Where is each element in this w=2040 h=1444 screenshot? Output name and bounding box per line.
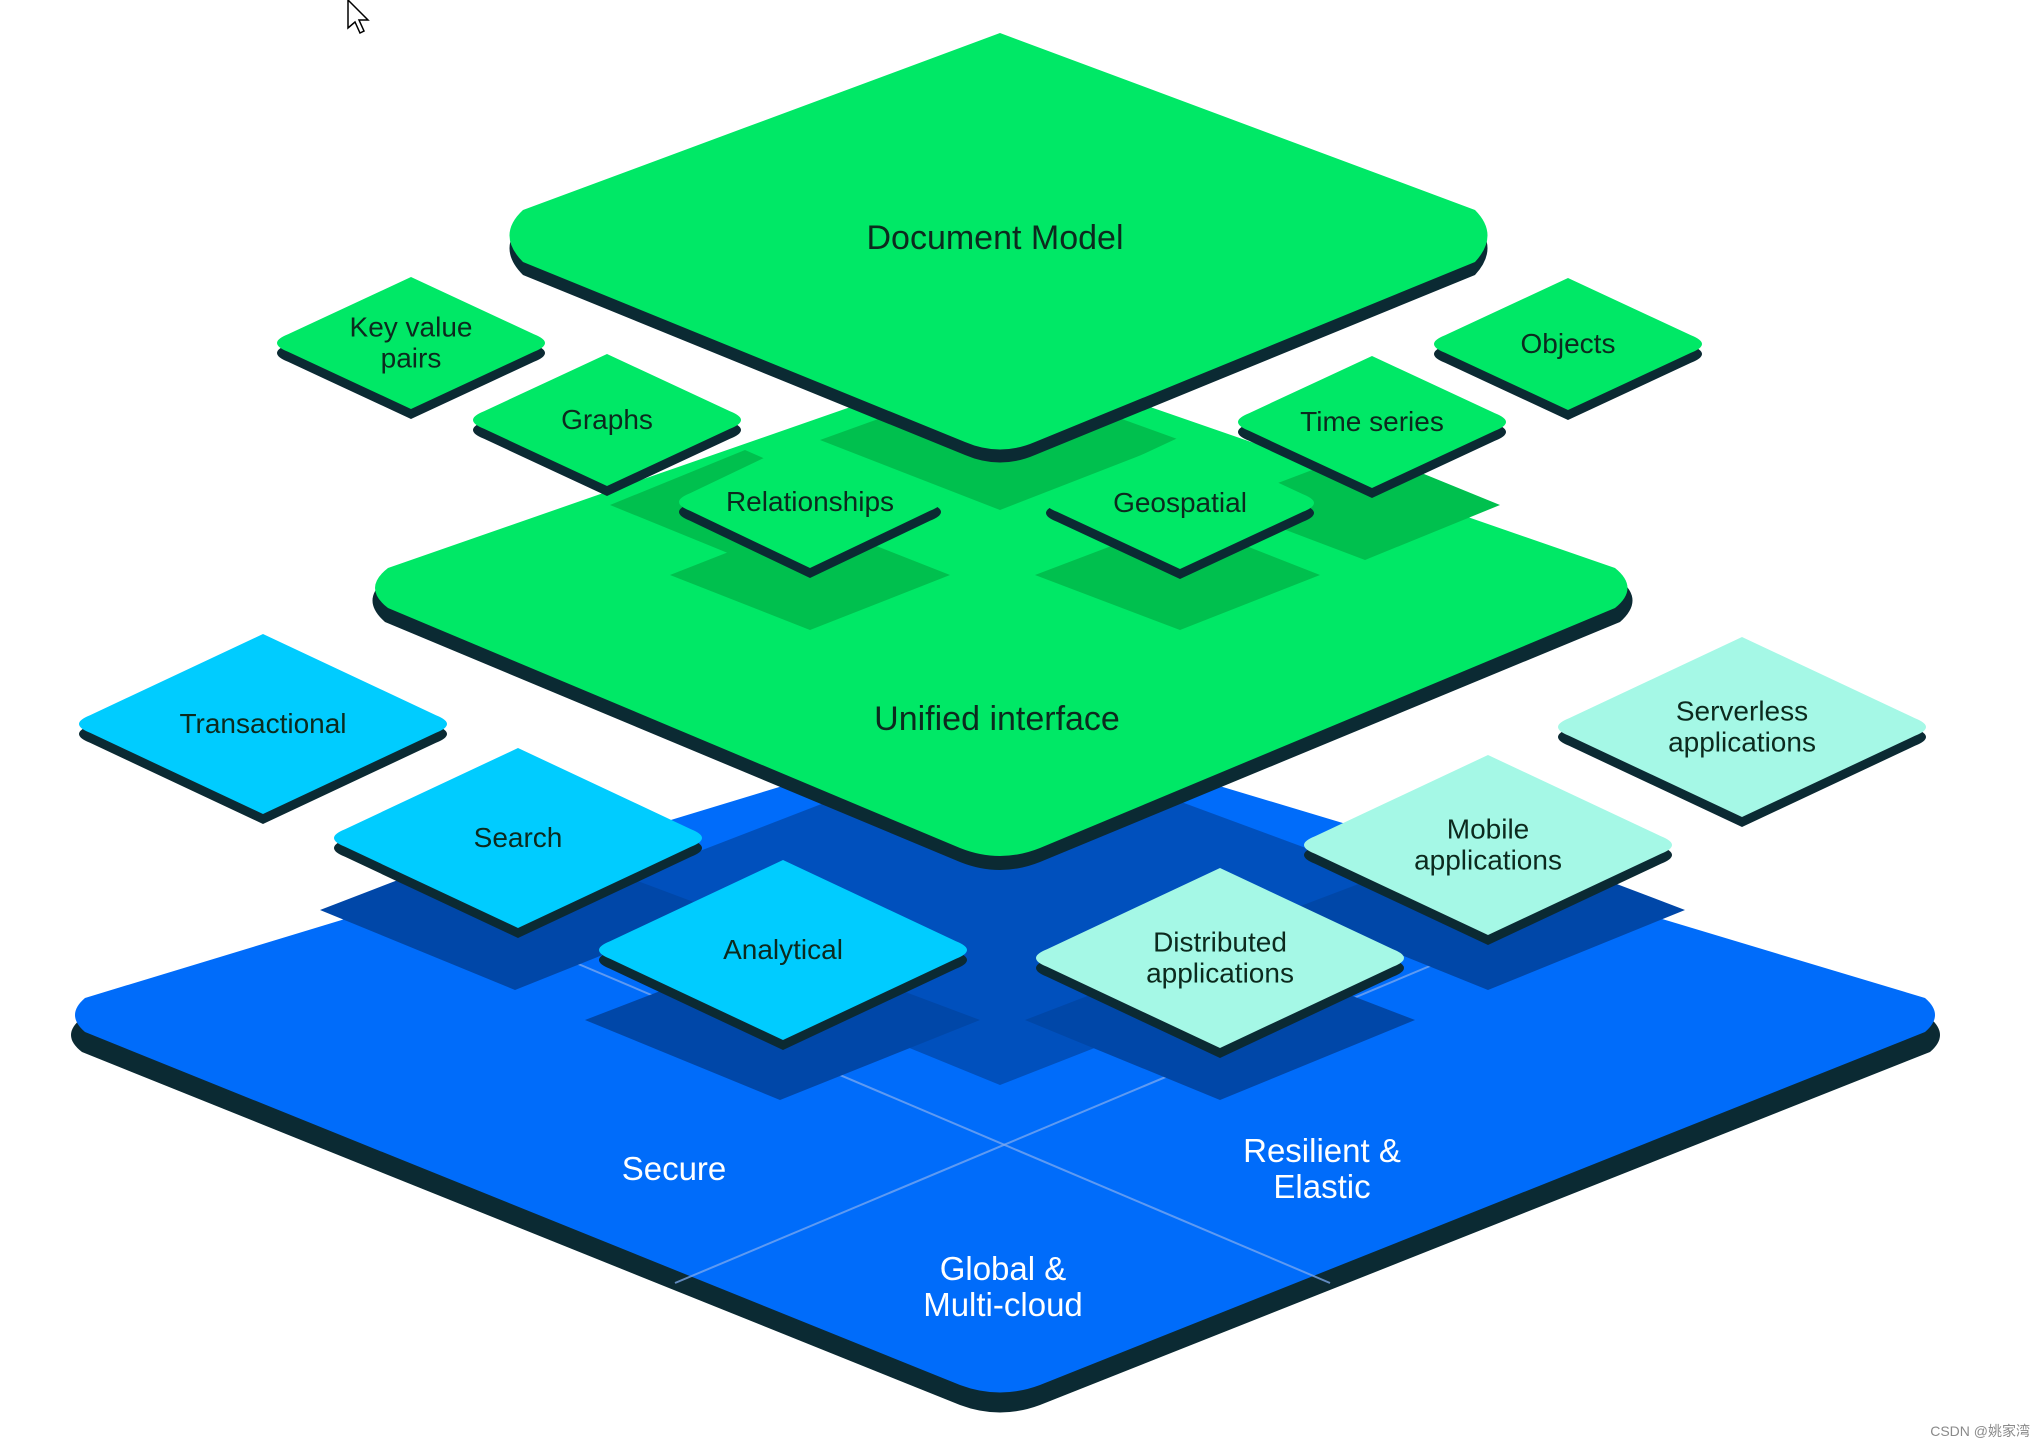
unified-interface-label: Unified interface (874, 700, 1120, 738)
tile-label-analytical: Analytical (723, 934, 843, 965)
quadrant-resilient-label-line1: Resilient & (1243, 1132, 1401, 1169)
foundation-shadow-region (560, 735, 1460, 1085)
tile-face (1304, 755, 1672, 935)
quadrant-global-label-line2: Multi-cloud (923, 1286, 1083, 1323)
tile-label-key-value-pairs: pairs (381, 343, 442, 374)
tile-label-objects: Objects (1521, 328, 1616, 359)
watermark: CSDN @姚家湾 (1930, 1423, 2030, 1439)
tile-label-time-series: Time series (1300, 406, 1444, 437)
tile-face (679, 436, 941, 568)
document-model-label: Document Model (866, 219, 1123, 257)
quadrant-global-label-line1: Global & (940, 1250, 1067, 1287)
tile-label-distributed-applications: Distributed (1153, 927, 1287, 958)
tile-label-graphs: Graphs (561, 404, 653, 435)
tile-face (1036, 868, 1404, 1048)
tile-label-serverless-applications: Serverless (1676, 696, 1808, 727)
tile-face (1046, 437, 1314, 569)
tile-objects: Objects (1434, 278, 1702, 420)
tile-geospatial: Geospatial (1046, 437, 1314, 579)
tile-face (334, 748, 702, 928)
tile-label-key-value-pairs: Key value (350, 312, 473, 343)
tile-analytical: Analytical (599, 860, 967, 1050)
tile-label-geospatial: Geospatial (1113, 487, 1247, 518)
tile-face (1434, 278, 1702, 410)
tile-face (473, 354, 741, 486)
tile-shadow (1220, 450, 1500, 560)
tile-time-series: Time series (1238, 356, 1506, 498)
tile-face (599, 860, 967, 1040)
mouse-cursor-icon (347, 0, 370, 35)
tile-search: Search (334, 748, 702, 938)
document-model-top (509, 33, 1488, 450)
tile-label-relationships: Relationships (726, 486, 894, 517)
quadrant-resilient-label-line2: Elastic (1273, 1168, 1370, 1205)
tile-face (1558, 637, 1926, 817)
tile-label-serverless-applications: applications (1668, 727, 1816, 758)
tile-face (79, 634, 447, 814)
quadrant-divider (509, 934, 1331, 1284)
tile-face (277, 277, 545, 409)
tile-relationships: Relationships (679, 436, 941, 578)
tile-label-search: Search (474, 822, 563, 853)
tile-graphs: Graphs (473, 354, 741, 496)
quadrant-secure-label: Secure (622, 1150, 727, 1187)
tile-label-distributed-applications: applications (1146, 958, 1294, 989)
tile-label-transactional: Transactional (179, 708, 346, 739)
tile-label-mobile-applications: applications (1414, 845, 1562, 876)
document-model-layer (509, 33, 1488, 463)
tile-label-mobile-applications: Mobile (1447, 814, 1529, 845)
tile-face (1238, 356, 1506, 488)
tile-transactional: Transactional (79, 634, 447, 824)
